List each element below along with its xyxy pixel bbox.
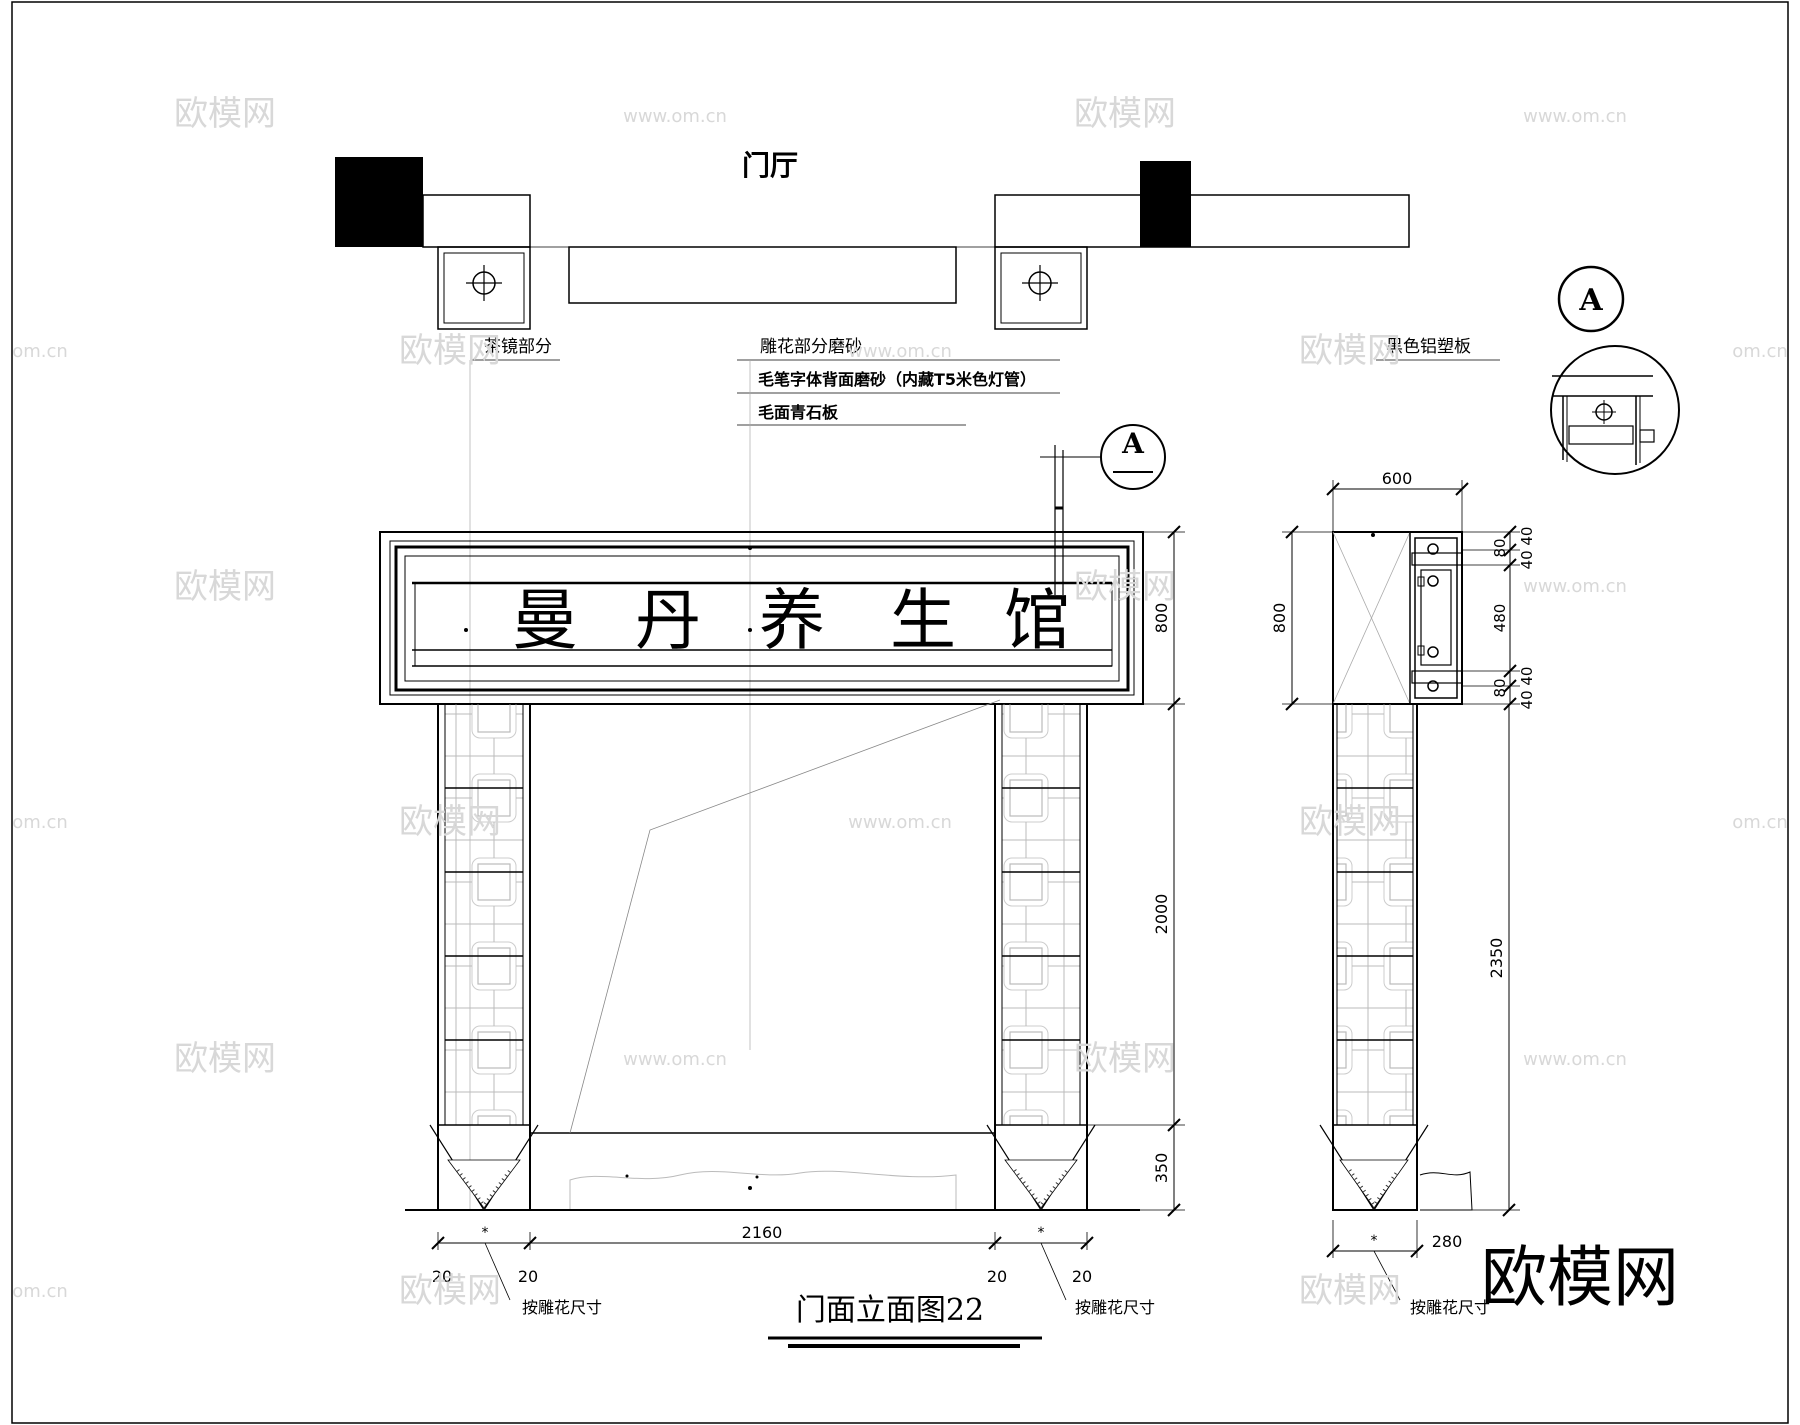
front-vertical-dimensions: 800 2000 350 <box>1087 525 1185 1217</box>
dim-side-480: 480 <box>1491 604 1509 633</box>
plan-black-block-left <box>335 157 423 247</box>
dim-pillar-edge-3: 20 <box>987 1267 1007 1286</box>
dim-side-40-bottom: 40 40 <box>1518 667 1536 710</box>
svg-text:欧模网: 欧模网 <box>1074 94 1176 134</box>
front-elevation: A 曼 丹 养 生 馆 <box>379 424 1166 1212</box>
dim-pillar-edge-4: 20 <box>1072 1267 1092 1286</box>
callout-per-carving-mid: 按雕花尺寸 <box>1075 1298 1155 1317</box>
svg-text:www.om.cn: www.om.cn <box>1523 576 1627 597</box>
section-mark-a-letter: A <box>1121 427 1145 460</box>
detail-a-tag <box>1557 265 1625 333</box>
title-block: 门面立面图22 <box>768 1293 1042 1348</box>
svg-text:*: * <box>482 1225 489 1241</box>
svg-text:欧模网: 欧模网 <box>174 567 276 607</box>
detail-a: A <box>1550 265 1680 475</box>
plan-door-recess <box>568 246 957 304</box>
svg-text:om.cn: om.cn <box>12 341 68 362</box>
plan-view: 门厅 <box>335 149 1410 330</box>
dim-side-base-width: 280 <box>1432 1232 1463 1251</box>
callout-tea-mirror: 茶镜部分 <box>484 337 552 357</box>
svg-text:欧模网: 欧模网 <box>174 1039 276 1079</box>
brand-logo: 欧模网 <box>1481 1239 1679 1316</box>
dim-door-height: 2000 <box>1152 894 1171 935</box>
svg-text:欧模网: 欧模网 <box>1074 567 1176 607</box>
svg-text:欧模网: 欧模网 <box>399 1271 501 1311</box>
dim-side-depth: 600 <box>1382 469 1413 488</box>
plan-pillar-left <box>437 246 531 330</box>
dim-side-80-top: 80 <box>1491 538 1509 557</box>
detail-a-bubble <box>1550 345 1680 475</box>
side-stone <box>1419 1171 1473 1211</box>
callout-black-panel: 黑色铝塑板 <box>1386 337 1471 357</box>
callout-per-carving-right: 按雕花尺寸 <box>1410 1298 1490 1317</box>
svg-text:om.cn: om.cn <box>1732 812 1788 833</box>
svg-text:*: * <box>1371 1233 1378 1249</box>
svg-text:欧模网: 欧模网 <box>174 94 276 134</box>
svg-text:om.cn: om.cn <box>1732 341 1788 362</box>
svg-text:欧模网: 欧模网 <box>399 331 501 371</box>
side-elevation: 600 800 80 40 40 480 80 40 40 2350 <box>1270 469 1536 1317</box>
plan-wall-left <box>422 194 531 248</box>
dim-pillar-edge-1: 20 <box>432 1267 452 1286</box>
sign-char-3: 养 <box>759 582 825 659</box>
stone-texture <box>569 1170 957 1211</box>
sign-char-5: 馆 <box>1004 582 1070 659</box>
svg-text:www.om.cn: www.om.cn <box>623 106 727 127</box>
dim-pillar-edge-2: 20 <box>518 1267 538 1286</box>
plan-wall-right <box>994 194 1410 248</box>
dim-side-40-top: 40 40 <box>1518 527 1536 570</box>
callout-rough-stone: 毛面青石板 <box>758 403 839 422</box>
detail-a-letter: A <box>1578 283 1603 318</box>
plan-black-block-right <box>1140 161 1191 247</box>
dim-base-height: 350 <box>1152 1153 1171 1184</box>
callout-per-carving-left: 按雕花尺寸 <box>522 1298 602 1317</box>
dim-opening-width: 2160 <box>742 1223 783 1242</box>
front-horizontal-dimensions: * * 2160 20 20 20 20 按雕花尺寸 按雕花尺寸 <box>431 1223 1155 1317</box>
callout-carving-frosted: 雕花部分磨砂 <box>760 337 862 357</box>
watermarks: 欧模网 欧模网 www.om.cn www.om.cn om.cn 欧模网 ww… <box>12 94 1788 1316</box>
right-pillar-carving <box>1001 703 1081 1126</box>
left-pillar-carving <box>444 703 524 1126</box>
svg-text:*: * <box>1038 1225 1045 1241</box>
plan-title: 门厅 <box>742 149 798 182</box>
svg-text:欧模网: 欧模网 <box>1299 331 1401 371</box>
plan-pillar-right <box>994 246 1088 330</box>
callout-brush-font: 毛笔字体背面磨砂（内藏T5米色灯管） <box>758 370 1036 389</box>
sign-char-1: 曼 <box>512 582 578 659</box>
drawing-frame <box>11 1 1789 1424</box>
side-sign-box <box>1332 531 1463 705</box>
signboard-outer <box>379 531 1144 705</box>
sign-char-2: 丹 <box>635 582 701 659</box>
svg-text:om.cn: om.cn <box>12 812 68 833</box>
svg-text:www.om.cn: www.om.cn <box>623 1049 727 1070</box>
svg-text:欧模网: 欧模网 <box>1299 802 1401 842</box>
dim-side-80-bottom: 80 <box>1491 678 1509 697</box>
dim-side-pillar-height: 2350 <box>1487 938 1506 979</box>
svg-text:www.om.cn: www.om.cn <box>848 341 952 362</box>
callouts: 茶镜部分 雕花部分磨砂 毛笔字体背面磨砂（内藏T5米色灯管） 毛面青石板 黑色铝… <box>469 337 1500 1210</box>
dim-sign-height: 800 <box>1152 603 1171 634</box>
svg-text:欧模网: 欧模网 <box>1074 1039 1176 1079</box>
svg-text:www.om.cn: www.om.cn <box>1523 1049 1627 1070</box>
svg-text:om.cn: om.cn <box>12 1281 68 1302</box>
sign-char-4: 生 <box>890 582 956 659</box>
svg-text:欧模网: 欧模网 <box>1299 1271 1401 1311</box>
dim-side-sign-height: 800 <box>1270 603 1289 634</box>
svg-text:www.om.cn: www.om.cn <box>848 812 952 833</box>
svg-text:欧模网: 欧模网 <box>399 802 501 842</box>
drawing-title: 门面立面图22 <box>796 1293 984 1328</box>
svg-text:www.om.cn: www.om.cn <box>1523 106 1627 127</box>
